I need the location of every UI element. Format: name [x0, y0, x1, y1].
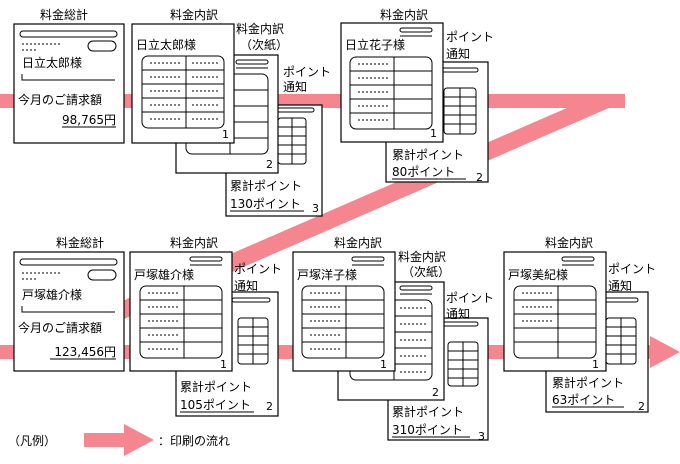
cumulative-points-label: 累計ポイント	[552, 375, 624, 390]
group-hitachi: 料金総計 日立太郎様 今月のご請求額 98,765円	[13, 7, 494, 217]
cumulative-points-value: 63ポイント	[552, 393, 615, 407]
detail-sheet: 戸塚雄介様 1	[129, 251, 233, 372]
point-notice-subtitle: 通知	[608, 279, 632, 293]
detail-stack-miki: 累計ポイント 63ポイント 2 戸塚美紀様 1	[503, 235, 656, 413]
detail-customer-name: 日立花子様	[345, 37, 405, 52]
cumulative-points-label: 累計ポイント	[392, 147, 464, 162]
detail-sheet: 戸塚洋子様 1	[292, 251, 396, 372]
detail-stack-hanako: 累計ポイント 80ポイント 2 日立花子様	[340, 7, 494, 184]
point-notice-subtitle: 通知	[283, 80, 307, 94]
detail-customer-name: 戸塚雄介様	[134, 267, 194, 282]
cumulative-points-label: 累計ポイント	[230, 178, 302, 193]
detail-sheet: 日立太郎様 1	[131, 23, 235, 144]
detail-sheet: 戸塚美紀様 1	[503, 251, 607, 372]
page-number: 2	[266, 400, 273, 413]
legend-text: ：印刷の流れ	[158, 434, 230, 448]
page-number: 1	[222, 128, 229, 141]
summary-billing-label: 今月のご請求額	[18, 92, 102, 107]
page-number: 3	[478, 430, 485, 443]
detail-stack-yusuke: 累計ポイント 105ポイント 2 戸塚雄介様	[129, 235, 282, 417]
page-number: 1	[220, 358, 227, 371]
page-number: 2	[266, 158, 273, 171]
summary-amount: 98,765円	[62, 113, 116, 127]
detail-title: 料金内訳	[545, 235, 593, 250]
detail-continued-subtitle: （次紙）	[402, 264, 450, 279]
page-number: 2	[638, 400, 645, 413]
flow-arrowhead	[650, 336, 680, 368]
detail-continued-title: 料金内訳	[236, 21, 284, 36]
cumulative-points-value: 80ポイント	[392, 165, 455, 179]
legend-title: （凡例）	[8, 434, 56, 448]
page-number: 2	[476, 171, 483, 184]
detail-title: 料金内訳	[334, 235, 382, 250]
point-notice-subtitle: 通知	[446, 47, 470, 61]
point-notice-title: ポイント	[446, 30, 494, 44]
detail-stack-yoko: 累計ポイント 310ポイント 3 2	[292, 235, 494, 443]
detail-sheet: 日立花子様 1	[340, 22, 444, 143]
summary-amount: 123,456円	[54, 345, 116, 359]
point-notice-title: ポイント	[283, 65, 331, 79]
cumulative-points-label: 累計ポイント	[180, 379, 252, 394]
page-number: 3	[312, 202, 319, 215]
summary-billing-label: 今月のご請求額	[18, 320, 102, 335]
point-notice-title: ポイント	[608, 262, 656, 276]
detail-title: 料金内訳	[170, 7, 218, 22]
cumulative-points-value: 310ポイント	[392, 423, 463, 437]
detail-title: 料金内訳	[170, 235, 218, 250]
detail-continued-subtitle: （次紙）	[240, 37, 288, 52]
legend: （凡例） ：印刷の流れ	[8, 424, 230, 456]
cumulative-points-label: 累計ポイント	[392, 404, 464, 419]
summary-customer-name: 日立太郎様	[22, 55, 82, 70]
page-number: 1	[592, 358, 599, 371]
page-number: 2	[432, 386, 439, 399]
summary-title: 料金総計	[56, 235, 104, 250]
page-number: 1	[380, 358, 387, 371]
summary-sheet: 日立太郎様 今月のご請求額 98,765円	[13, 23, 125, 144]
group-totsuka: 料金総計 戸塚雄介様 今月のご請求額 123,456円	[13, 235, 656, 443]
detail-stack-taro: 累計ポイント 130ポイント 3 2 日立太郎様	[131, 7, 331, 217]
point-notice-title: ポイント	[234, 262, 282, 276]
detail-continued-title: 料金内訳	[398, 249, 446, 264]
point-notice-subtitle: 通知	[446, 307, 470, 321]
detail-customer-name: 日立太郎様	[136, 37, 196, 52]
summary-customer-name: 戸塚雄介様	[22, 287, 82, 302]
page-number: 1	[430, 127, 437, 140]
detail-customer-name: 戸塚洋子様	[297, 267, 357, 282]
detail-customer-name: 戸塚美紀様	[508, 268, 568, 282]
point-notice-title: ポイント	[446, 291, 494, 305]
summary-sheet: 戸塚雄介様 今月のご請求額 123,456円	[13, 251, 125, 372]
point-notice-subtitle: 通知	[234, 279, 258, 293]
cumulative-points-value: 130ポイント	[230, 197, 301, 211]
legend-arrow-icon	[84, 424, 154, 456]
detail-title: 料金内訳	[380, 7, 428, 22]
cumulative-points-value: 105ポイント	[180, 398, 251, 412]
summary-title: 料金総計	[40, 7, 88, 22]
